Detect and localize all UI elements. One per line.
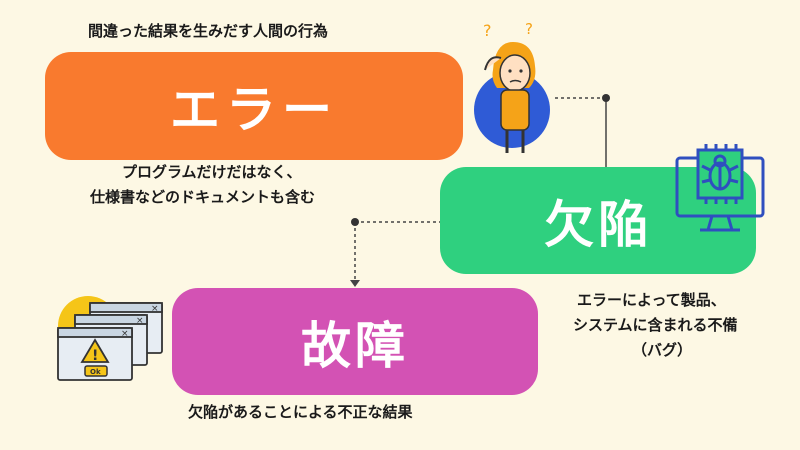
svg-text:Ok: Ok [90, 368, 101, 376]
confused-person-icon: ? ? [474, 20, 550, 153]
failure-caption: 欠陥があることによる不正な結果 [188, 403, 413, 421]
defect-note-line1: エラーによって製品、 [577, 291, 726, 309]
defect-note-line2: システムに含まれる不備 [573, 316, 738, 334]
defect-note-line3: （バグ） [632, 341, 693, 359]
warning-windows-icon: × × × ! Ok [57, 296, 163, 381]
error-caption: 間違った結果を生みだす人間の行為 [88, 22, 329, 40]
error-box: エラー [45, 52, 463, 160]
error-label: エラー [170, 81, 338, 139]
failure-box: 故障 [172, 288, 538, 395]
svg-text:×: × [136, 316, 144, 326]
defect-label: 欠陥 [544, 195, 652, 254]
svg-text:?: ? [525, 20, 533, 38]
error-note-line2: 仕様書などのドキュメントも含む [90, 188, 316, 206]
svg-text:×: × [151, 304, 159, 314]
svg-text:×: × [121, 329, 129, 339]
error-note-line1: プログラムだけだはなく、 [122, 163, 302, 181]
bug-monitor-icon [675, 144, 765, 232]
failure-label: 故障 [301, 316, 409, 375]
svg-text:?: ? [483, 21, 492, 40]
svg-text:!: ! [92, 348, 98, 364]
